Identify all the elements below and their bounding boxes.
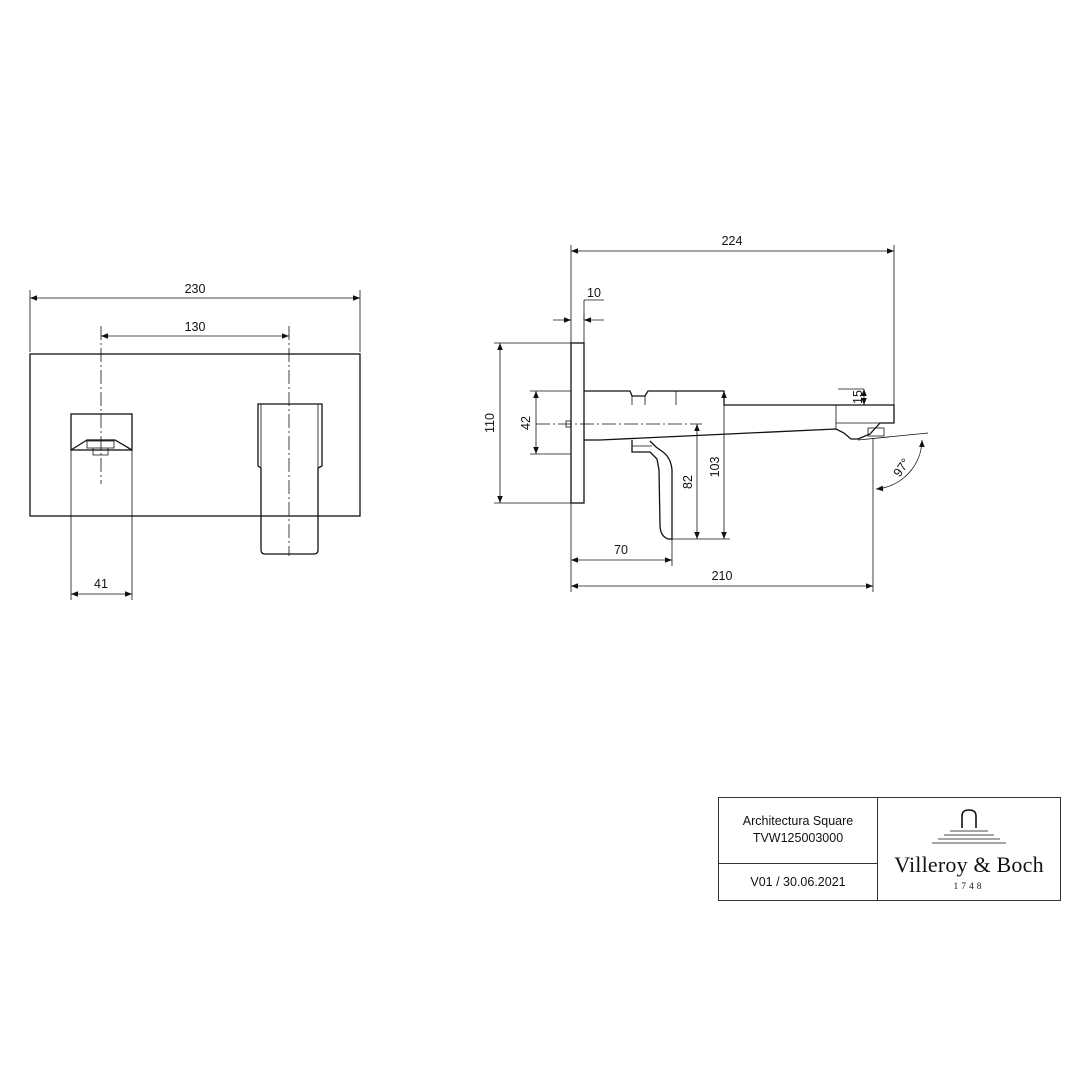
brand-name: Villeroy & Boch xyxy=(894,852,1044,877)
dim-label-97: 97° xyxy=(891,456,913,480)
dim-label-15: 15 xyxy=(851,390,865,404)
side-handle xyxy=(631,440,673,540)
dim-label-130: 130 xyxy=(185,320,206,334)
side-cover-plate xyxy=(570,342,585,504)
dim-label-82: 82 xyxy=(681,475,695,489)
title-block-info: Architectura Square TVW125003000 V01 / 3… xyxy=(719,798,878,900)
product-info: Architectura Square TVW125003000 xyxy=(719,798,877,864)
title-block: Architectura Square TVW125003000 V01 / 3… xyxy=(718,797,1061,901)
dim-label-230: 230 xyxy=(185,282,206,296)
dim-arc-97 xyxy=(875,439,925,492)
dim-label-110: 110 xyxy=(483,413,497,433)
front-view: 230 130 41 xyxy=(29,282,361,600)
dim-label-210: 210 xyxy=(712,569,733,583)
side-view: 224 10 110 42 15 82 103 7 xyxy=(483,234,929,592)
front-cover-plate xyxy=(29,353,361,517)
dim-label-41: 41 xyxy=(94,577,108,591)
revision: V01 / 30.06.2021 xyxy=(750,875,846,889)
article-number: TVW125003000 xyxy=(752,831,844,845)
dim-label-42: 42 xyxy=(519,416,533,430)
fountain-logo-icon xyxy=(932,809,1006,844)
dim-label-70: 70 xyxy=(614,543,628,557)
front-spout xyxy=(257,403,323,555)
dim-label-103: 103 xyxy=(708,457,722,478)
product-name: Architectura Square xyxy=(742,814,854,828)
dim-label-10: 10 xyxy=(587,286,601,300)
brand-year: 1748 xyxy=(953,882,985,892)
side-spout xyxy=(584,390,895,441)
brand-logo: Villeroy & Boch 1748 xyxy=(878,798,1060,900)
dim-label-224: 224 xyxy=(722,234,743,248)
front-handle xyxy=(70,413,133,456)
